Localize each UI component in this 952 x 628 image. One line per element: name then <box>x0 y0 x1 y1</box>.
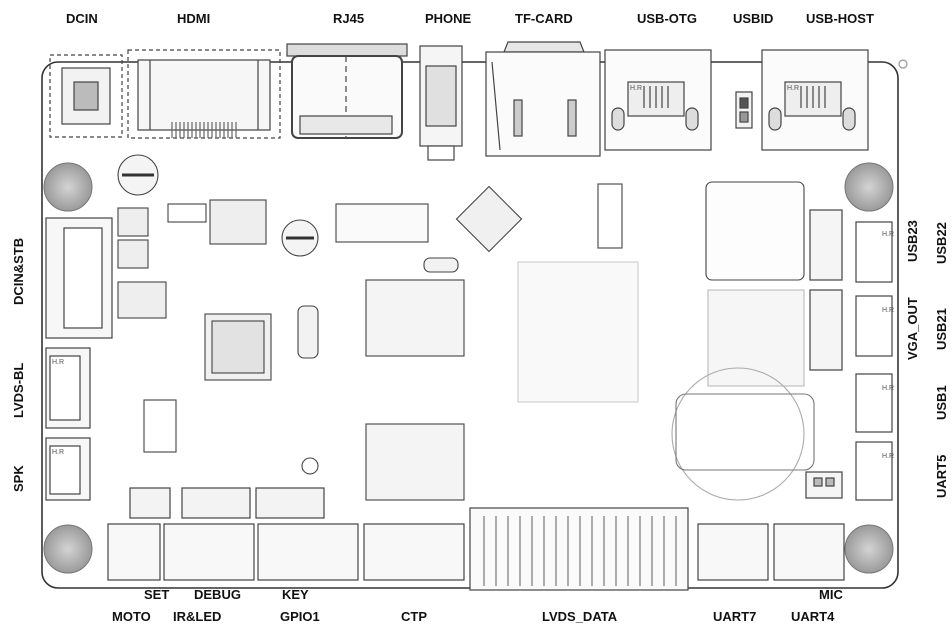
sdram-chip <box>365 423 465 501</box>
inductor <box>117 239 149 269</box>
rj45-connector <box>286 43 408 139</box>
usb23-connector <box>809 209 893 283</box>
left-connectors <box>45 217 113 501</box>
inductor <box>117 281 167 319</box>
hdmi-connector <box>127 49 281 139</box>
bottom-connectors <box>107 487 845 591</box>
label-lvds-bl: LVDS-BL <box>11 362 26 418</box>
usb-otg-connector <box>604 49 712 151</box>
label-uart5: UART5 <box>934 454 949 498</box>
mounting-hole <box>43 524 93 574</box>
label-ir-led: IR&LED <box>173 609 222 624</box>
lvds-data-header <box>469 507 689 591</box>
hdmi-pins <box>171 122 237 138</box>
vga-out-connector <box>809 289 893 371</box>
corner-marker <box>898 59 908 69</box>
set-button <box>129 487 171 519</box>
top-connectors <box>49 41 869 161</box>
silkscreen-text: H.R <box>630 85 642 92</box>
label-debug: DEBUG <box>194 587 241 602</box>
label-usb-otg: USB-OTG <box>637 11 697 26</box>
debug-connector <box>181 487 251 519</box>
right-connectors <box>805 209 893 501</box>
label-lvds-data: LVDS_DATA <box>542 609 618 624</box>
mounting-hole <box>844 524 894 574</box>
label-usb23: USB23 <box>905 220 920 262</box>
silkscreen-text: H.R <box>52 359 64 366</box>
label-usbid: USBID <box>733 11 774 26</box>
usb1-connector <box>855 373 893 433</box>
dcin-jack <box>49 54 123 138</box>
crystal <box>423 257 459 273</box>
label-gpio1: GPIO1 <box>280 609 320 624</box>
label-hdmi: HDMI <box>177 11 211 26</box>
test-point <box>301 457 319 475</box>
mounting-hole <box>844 162 894 212</box>
rtc-battery <box>671 367 805 501</box>
tf-card-slot <box>485 41 601 157</box>
moto-connector <box>107 523 161 581</box>
silkscreen-text: H.R <box>787 85 799 92</box>
label-key: KEY <box>282 587 309 602</box>
emmc-chip <box>705 181 805 281</box>
label-rj45: RJ45 <box>333 11 365 26</box>
label-uart4: UART4 <box>791 609 835 624</box>
soc-bga <box>517 261 639 403</box>
key-connector <box>255 487 325 519</box>
label-ctp: CTP <box>401 609 427 624</box>
ic-chip <box>143 399 177 453</box>
spk-connector <box>45 437 91 501</box>
ethernet-phy <box>455 185 523 253</box>
silkscreen-text: H.R <box>52 449 64 456</box>
label-usb22: USB22 <box>934 222 949 264</box>
inductor <box>209 199 267 245</box>
usbid-jumper <box>735 91 753 129</box>
nand-flash <box>707 289 805 387</box>
mic-connector <box>805 471 843 499</box>
mounting-hole <box>43 162 93 212</box>
label-moto: MOTO <box>112 609 151 624</box>
silkscreen-marks: H.R H.R H.R H.R H.R H.R H.R H.R <box>52 85 894 460</box>
gpio1-connector <box>257 523 359 581</box>
battery-holder <box>675 393 815 471</box>
ic-chip <box>335 203 429 243</box>
usb-host-connector <box>761 49 869 151</box>
silkscreen-text: H.R <box>882 385 894 392</box>
silkscreen-text: H.R <box>882 307 894 314</box>
label-phone: PHONE <box>425 11 472 26</box>
label-tf-card: TF-CARD <box>515 11 573 26</box>
silkscreen-text: H.R <box>882 453 894 460</box>
label-vga-out: VGA_OUT <box>905 297 920 360</box>
ic-chip <box>597 183 623 249</box>
label-uart7: UART7 <box>713 609 757 624</box>
label-usb1: USB1 <box>934 385 949 420</box>
phone-jack <box>419 45 463 161</box>
power-ic <box>167 203 207 223</box>
label-usb21: USB21 <box>934 308 949 350</box>
label-usb-host: USB-HOST <box>806 11 874 26</box>
ir-led-connector <box>163 523 255 581</box>
inductor <box>117 207 149 237</box>
board-components <box>117 154 815 501</box>
uart7-connector <box>697 523 769 581</box>
lvds-bl-connector <box>45 347 91 429</box>
ctp-connector <box>363 523 465 581</box>
label-dcin-stb: DCIN&STB <box>11 237 26 305</box>
uart4-connector <box>773 523 845 581</box>
dcin-stb-connector <box>45 217 113 339</box>
uart5-connector <box>855 441 893 501</box>
silkscreen-text: H.R <box>882 231 894 238</box>
label-spk: SPK <box>11 465 26 492</box>
label-mic: MIC <box>819 587 843 602</box>
crystal <box>297 305 319 359</box>
sdram-chip <box>365 279 465 357</box>
mounting-holes <box>43 162 894 574</box>
label-dcin: DCIN <box>66 11 98 26</box>
label-set: SET <box>144 587 170 602</box>
